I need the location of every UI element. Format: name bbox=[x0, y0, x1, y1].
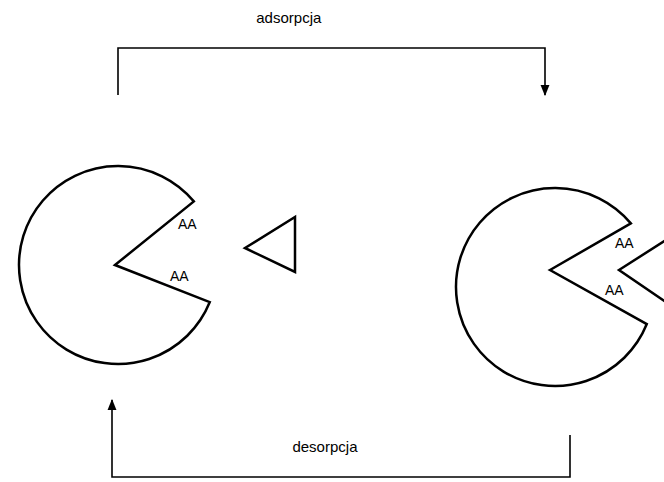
pacman-path bbox=[456, 188, 647, 386]
arrow-label: desorpcja bbox=[290, 438, 359, 455]
pacman-outline bbox=[18, 165, 218, 365]
process-arrow bbox=[112, 400, 570, 477]
pacman-path bbox=[19, 166, 210, 364]
adsorbent-shape: AA AA bbox=[18, 165, 218, 365]
adsorbent-shape: AA AA bbox=[455, 187, 655, 387]
adsorbate-triangle bbox=[245, 217, 295, 272]
site-label: AA bbox=[178, 217, 197, 232]
site-label: AA bbox=[170, 269, 189, 284]
process-arrow bbox=[118, 48, 545, 95]
arrow-label: adsorpcja bbox=[254, 9, 323, 26]
site-label: AA bbox=[615, 236, 634, 251]
pacman-outline bbox=[455, 187, 655, 387]
site-label: AA bbox=[605, 283, 624, 298]
